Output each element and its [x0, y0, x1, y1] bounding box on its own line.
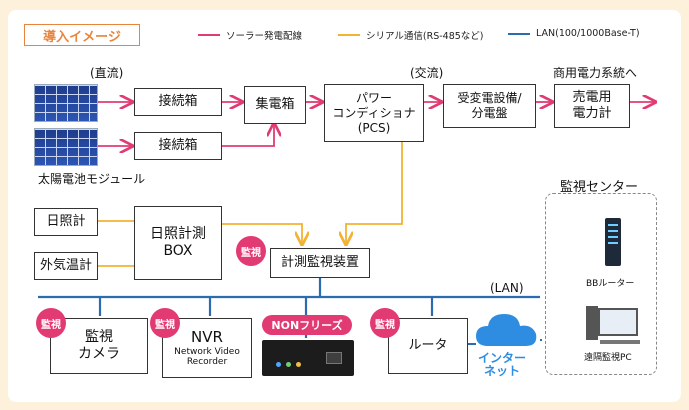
outdoor-temp-box: 外気温計 [34, 252, 98, 280]
cloud-icon [476, 314, 537, 346]
device-led-blue [276, 362, 281, 367]
solar-panel-2 [34, 128, 98, 166]
wire-junction2-collector [222, 124, 274, 147]
legend-lan: LAN(100/1000Base-T) [508, 28, 640, 39]
device-led-green [286, 362, 291, 367]
solar-panel-1 [34, 84, 98, 122]
legend-lan-swatch [508, 32, 530, 35]
legend-serial: シリアル通信(RS-485など) [338, 28, 484, 42]
monitor-badge-router: 監視 [370, 308, 400, 338]
junction-box-1: 接続箱 [134, 88, 222, 116]
camera-box: 監視 カメラ [50, 318, 148, 374]
nonfreeze-badge: NONフリーズ [262, 315, 352, 335]
junction-box-2: 接続箱 [134, 132, 222, 160]
legend-solar-label: ソーラー発電配線 [226, 31, 303, 42]
pc-keyboard-icon [600, 340, 640, 344]
legend-lan-label: LAN(100/1000Base-T) [536, 28, 640, 39]
module-label: 太陽電池モジュール [38, 172, 146, 186]
device-port [326, 352, 342, 364]
internet-label: インター ネット [478, 351, 527, 379]
monitoring-center-frame [545, 193, 657, 375]
legend-serial-swatch [338, 34, 360, 36]
pc-tower-icon [586, 306, 598, 340]
bb-router-icon [605, 218, 621, 266]
remote-pc-label: 遠隔監視PC [584, 353, 632, 363]
intro-tag: 導入イメージ [24, 24, 140, 46]
serial-wiring [98, 124, 403, 267]
router-box: ルータ [388, 318, 468, 374]
monitor-badge-nvr: 監視 [150, 308, 180, 338]
irradiance-box: 日照計測 BOX [134, 206, 222, 280]
nvr-subtitle: Network Video Recorder [174, 347, 240, 368]
solar-wiring [98, 102, 655, 146]
monitor-badge-camera: 監視 [36, 308, 66, 338]
wire-pcs-monitor [346, 124, 403, 244]
grid-label: 商用電力系統へ [553, 66, 638, 80]
legend-serial-label: シリアル通信(RS-485など) [366, 31, 484, 42]
ac-label: (交流) [410, 66, 444, 80]
wire-irrbox-monitor [222, 223, 302, 244]
nonfreeze-device [262, 340, 354, 376]
center-title: 監視センター [560, 180, 639, 195]
legend-solar-swatch [198, 34, 220, 36]
nvr-title: NVR [191, 328, 223, 347]
meter-box: 売電用 電力計 [554, 84, 630, 128]
bb-router-label: BBルーター [586, 279, 635, 289]
collector-box: 集電箱 [244, 86, 306, 124]
device-led-yellow [296, 362, 301, 367]
substation-box: 受変電設備/ 分電盤 [443, 84, 536, 128]
pc-monitor-icon [598, 308, 638, 336]
legend-solar: ソーラー発電配線 [198, 28, 302, 42]
lan-label: (LAN) [490, 281, 524, 295]
irradiance-meter-box: 日照計 [34, 208, 98, 236]
monitor-badge-device: 監視 [236, 236, 266, 266]
monitoring-device-box: 計測監視装置 [270, 248, 370, 278]
pcs-box: パワー コンディショナ (PCS) [324, 84, 424, 142]
dc-label: (直流) [90, 66, 124, 80]
